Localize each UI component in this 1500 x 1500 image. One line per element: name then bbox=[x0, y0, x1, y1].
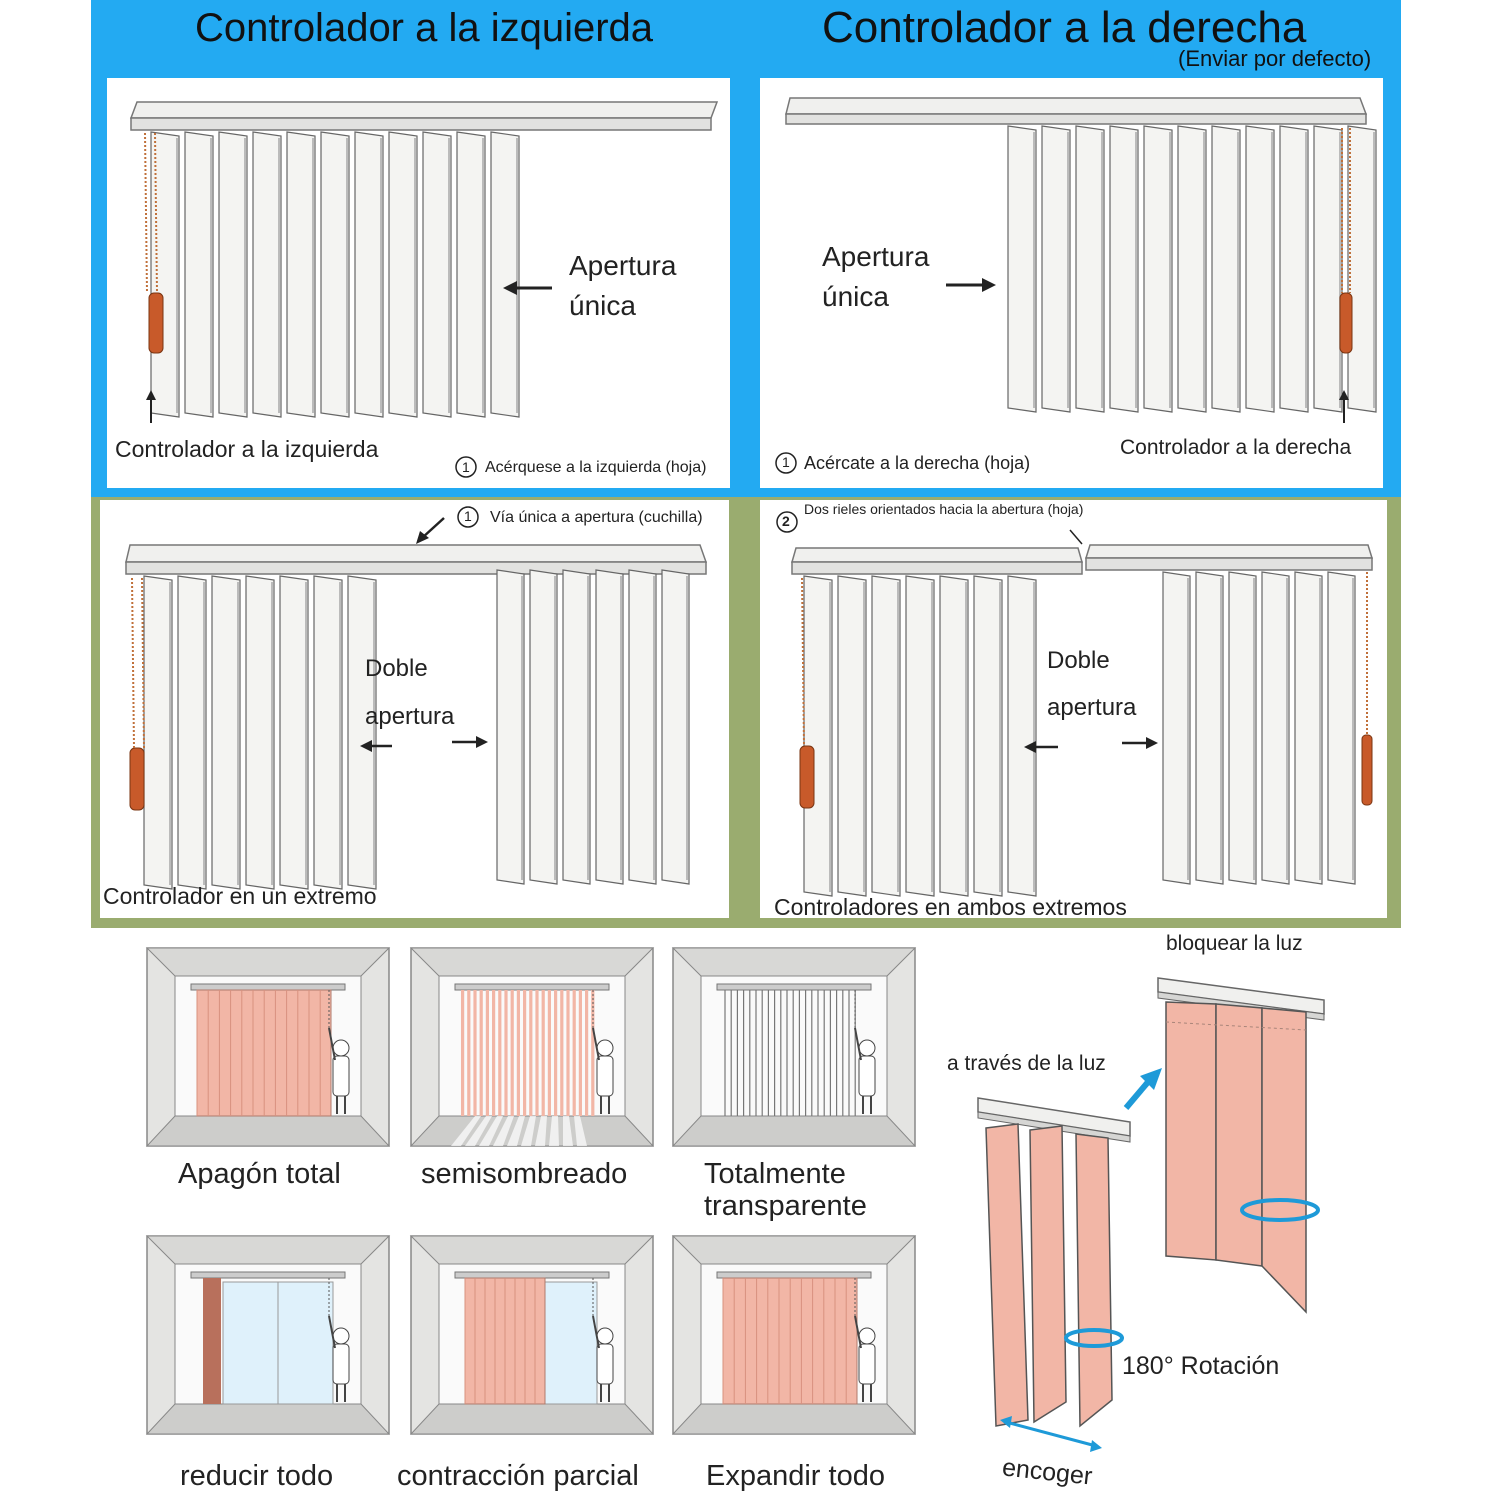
panel-right-controller: Apertura única Controlador a la derecha … bbox=[760, 78, 1383, 488]
blind-slat bbox=[803, 575, 833, 897]
blind-slat bbox=[286, 131, 316, 418]
number-badge: 1 bbox=[462, 459, 470, 475]
blind-slat bbox=[905, 575, 935, 897]
mode-label-6: Expandir todo bbox=[706, 1460, 885, 1492]
blind-slat bbox=[422, 131, 452, 418]
mode-label-5: contracción parcial bbox=[397, 1460, 639, 1492]
rotation-illustration bbox=[977, 977, 1325, 1452]
blind-slat bbox=[1327, 571, 1356, 885]
controller-label: Controlador en un extremo bbox=[103, 883, 377, 909]
blind-slat bbox=[1143, 125, 1173, 413]
mode-label-3a: Totalmente bbox=[704, 1158, 846, 1190]
blind-slat bbox=[837, 575, 867, 897]
panel-left-controller: Apertura única Controlador a la izquierd… bbox=[107, 78, 730, 488]
room-illustration-2 bbox=[409, 947, 655, 1147]
blind-slat bbox=[1177, 125, 1207, 413]
opening-line1: Doble bbox=[365, 655, 428, 682]
blind-slat bbox=[143, 575, 173, 890]
blind-slat bbox=[279, 575, 309, 890]
opening-line2: apertura bbox=[365, 703, 455, 730]
blind-slat bbox=[1261, 571, 1290, 885]
blind-slat bbox=[973, 575, 1003, 897]
block-light-label: bloquear la luz bbox=[1166, 932, 1303, 955]
blind-slat bbox=[354, 131, 384, 418]
blind-slat bbox=[562, 569, 591, 885]
blind-slat bbox=[871, 575, 901, 897]
blind-slat bbox=[595, 569, 624, 885]
mode-label-4: reducir todo bbox=[180, 1460, 334, 1492]
controller-label: Controlador a la izquierda bbox=[115, 436, 379, 462]
blind-slat bbox=[1007, 575, 1037, 897]
blind-slat bbox=[456, 131, 486, 418]
blind-slat bbox=[1041, 125, 1071, 413]
blind-illustration-1 bbox=[129, 101, 719, 478]
opening-line2: única bbox=[822, 281, 889, 312]
left-title: Controlador a la izquierda bbox=[195, 6, 654, 50]
room-illustration-6 bbox=[671, 1235, 917, 1435]
opening-line1: Doble bbox=[1047, 647, 1110, 674]
controller-label: Controladores en ambos extremos bbox=[774, 894, 1127, 920]
blind-slat bbox=[177, 575, 207, 890]
blind-slat bbox=[184, 131, 214, 418]
blind-illustration-3 bbox=[125, 506, 708, 890]
blind-slat bbox=[1347, 125, 1377, 413]
opening-line2: apertura bbox=[1047, 694, 1137, 721]
room-illustration-4 bbox=[145, 1235, 391, 1435]
blind-illustration-2 bbox=[775, 97, 1377, 474]
room-illustration-5 bbox=[409, 1235, 655, 1435]
right-title: Controlador a la derecha bbox=[822, 3, 1307, 52]
note: Acérquese a la izquierda (hoja) bbox=[485, 459, 707, 476]
blind-slat bbox=[211, 575, 241, 890]
number-badge: 2 bbox=[782, 513, 790, 529]
blind-slat bbox=[1245, 125, 1275, 413]
blind-slat bbox=[252, 131, 282, 418]
blind-slat bbox=[939, 575, 969, 897]
blind-slat bbox=[1162, 571, 1191, 885]
blind-illustration-4 bbox=[776, 511, 1374, 897]
number-badge: 1 bbox=[464, 508, 472, 524]
blind-slat bbox=[490, 131, 520, 418]
room-illustration-3 bbox=[671, 947, 917, 1147]
blind-slat bbox=[661, 569, 690, 885]
rotation-label: 180° Rotación bbox=[1122, 1352, 1280, 1380]
blind-slat bbox=[313, 575, 343, 890]
blind-slat bbox=[529, 569, 558, 885]
blind-slat bbox=[1313, 125, 1343, 413]
mode-label-2: semisombreado bbox=[421, 1158, 628, 1190]
blind-slat bbox=[347, 575, 377, 890]
opening-line1: Apertura bbox=[822, 241, 930, 272]
opening-line2: única bbox=[569, 290, 636, 321]
through-light-label: a través de la luz bbox=[947, 1052, 1106, 1075]
opening-line1: Apertura bbox=[569, 250, 677, 281]
blind-slat bbox=[388, 131, 418, 418]
number-badge: 1 bbox=[782, 454, 790, 470]
blind-slat bbox=[1075, 125, 1105, 413]
blind-slat bbox=[496, 569, 525, 885]
blind-slat bbox=[1228, 571, 1257, 885]
blind-slat bbox=[320, 131, 350, 418]
blind-slat bbox=[1294, 571, 1323, 885]
note: Dos rieles orientados hacia la abertura … bbox=[804, 501, 1084, 517]
right-subtitle: (Enviar por defecto) bbox=[1178, 46, 1372, 71]
blind-slat bbox=[1211, 125, 1241, 413]
room-illustration-1 bbox=[145, 947, 391, 1147]
note: Vía única a apertura (cuchilla) bbox=[490, 509, 703, 526]
mode-label-3b: transparente bbox=[704, 1190, 867, 1222]
note: Acércate a la derecha (hoja) bbox=[804, 453, 1031, 473]
panel-double-both-ends: 2 Dos rieles orientados hacia la abertur… bbox=[760, 500, 1387, 920]
blind-slat bbox=[1109, 125, 1139, 413]
blind-slat bbox=[1195, 571, 1224, 885]
blind-slat bbox=[218, 131, 248, 418]
blind-slat bbox=[245, 575, 275, 890]
controller-label: Controlador a la derecha bbox=[1120, 436, 1352, 459]
mode-label-1: Apagón total bbox=[178, 1158, 341, 1190]
blind-slat bbox=[628, 569, 657, 885]
panel-double-one-end: 1 Vía única a apertura (cuchilla) Doble … bbox=[100, 500, 729, 918]
blind-slat bbox=[1279, 125, 1309, 413]
blind-slat bbox=[1007, 125, 1037, 413]
